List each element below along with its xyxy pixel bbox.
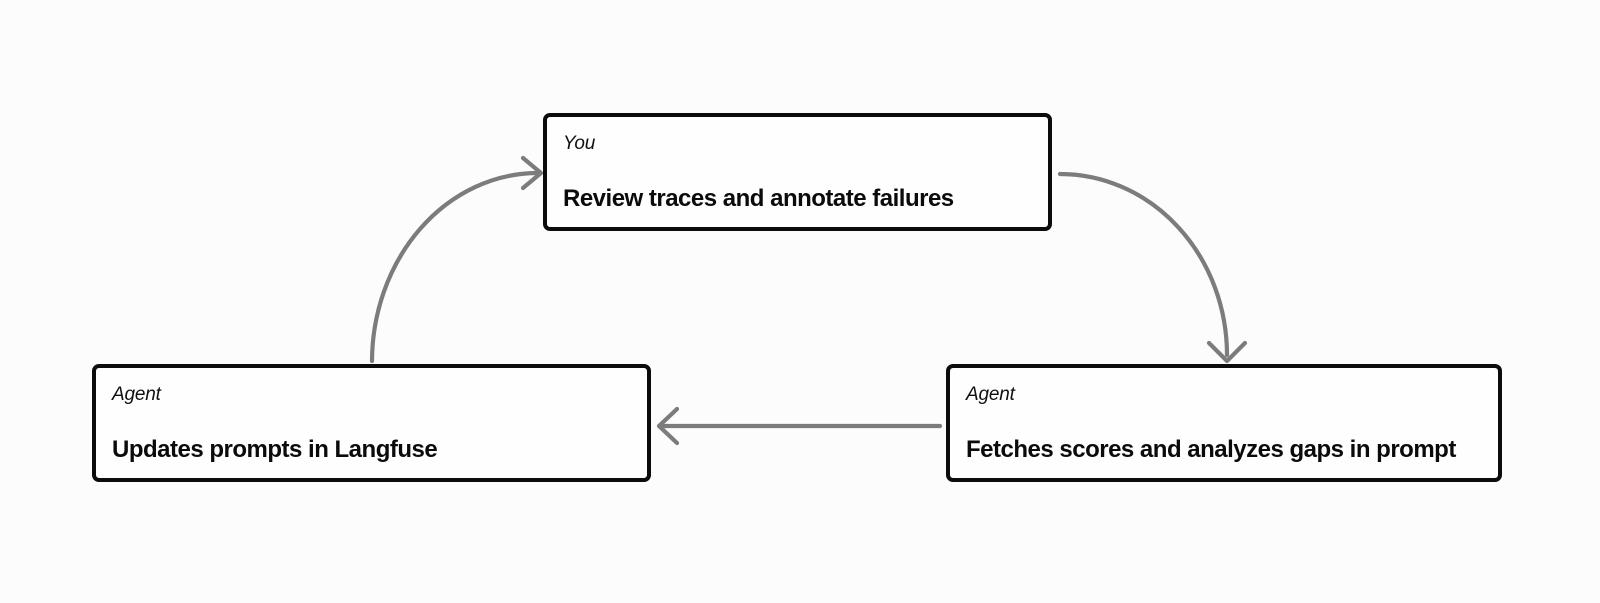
curved-connector-left xyxy=(369,170,539,364)
curved-connector-right xyxy=(1057,171,1230,358)
arrowhead-left-icon xyxy=(656,406,680,446)
node-title: Review traces and annotate failures xyxy=(563,185,954,212)
node-actor-label: You xyxy=(563,133,596,154)
arrowhead-down-icon xyxy=(1206,340,1248,364)
edge-review-to-fetches xyxy=(1057,171,1248,364)
edge-updates-to-review xyxy=(369,155,544,364)
node-fetches-scores: Agent Fetches scores and analyzes gaps i… xyxy=(946,364,1502,482)
node-actor-label: Agent xyxy=(966,384,1015,405)
node-updates-prompts: Agent Updates prompts in Langfuse xyxy=(92,364,651,482)
node-title: Updates prompts in Langfuse xyxy=(112,436,438,463)
edge-fetches-to-updates xyxy=(656,406,943,446)
node-review-traces: You Review traces and annotate failures xyxy=(543,113,1052,231)
node-title: Fetches scores and analyzes gaps in prom… xyxy=(966,436,1456,463)
arrowhead-right-icon xyxy=(520,155,544,191)
node-actor-label: Agent xyxy=(112,384,161,405)
